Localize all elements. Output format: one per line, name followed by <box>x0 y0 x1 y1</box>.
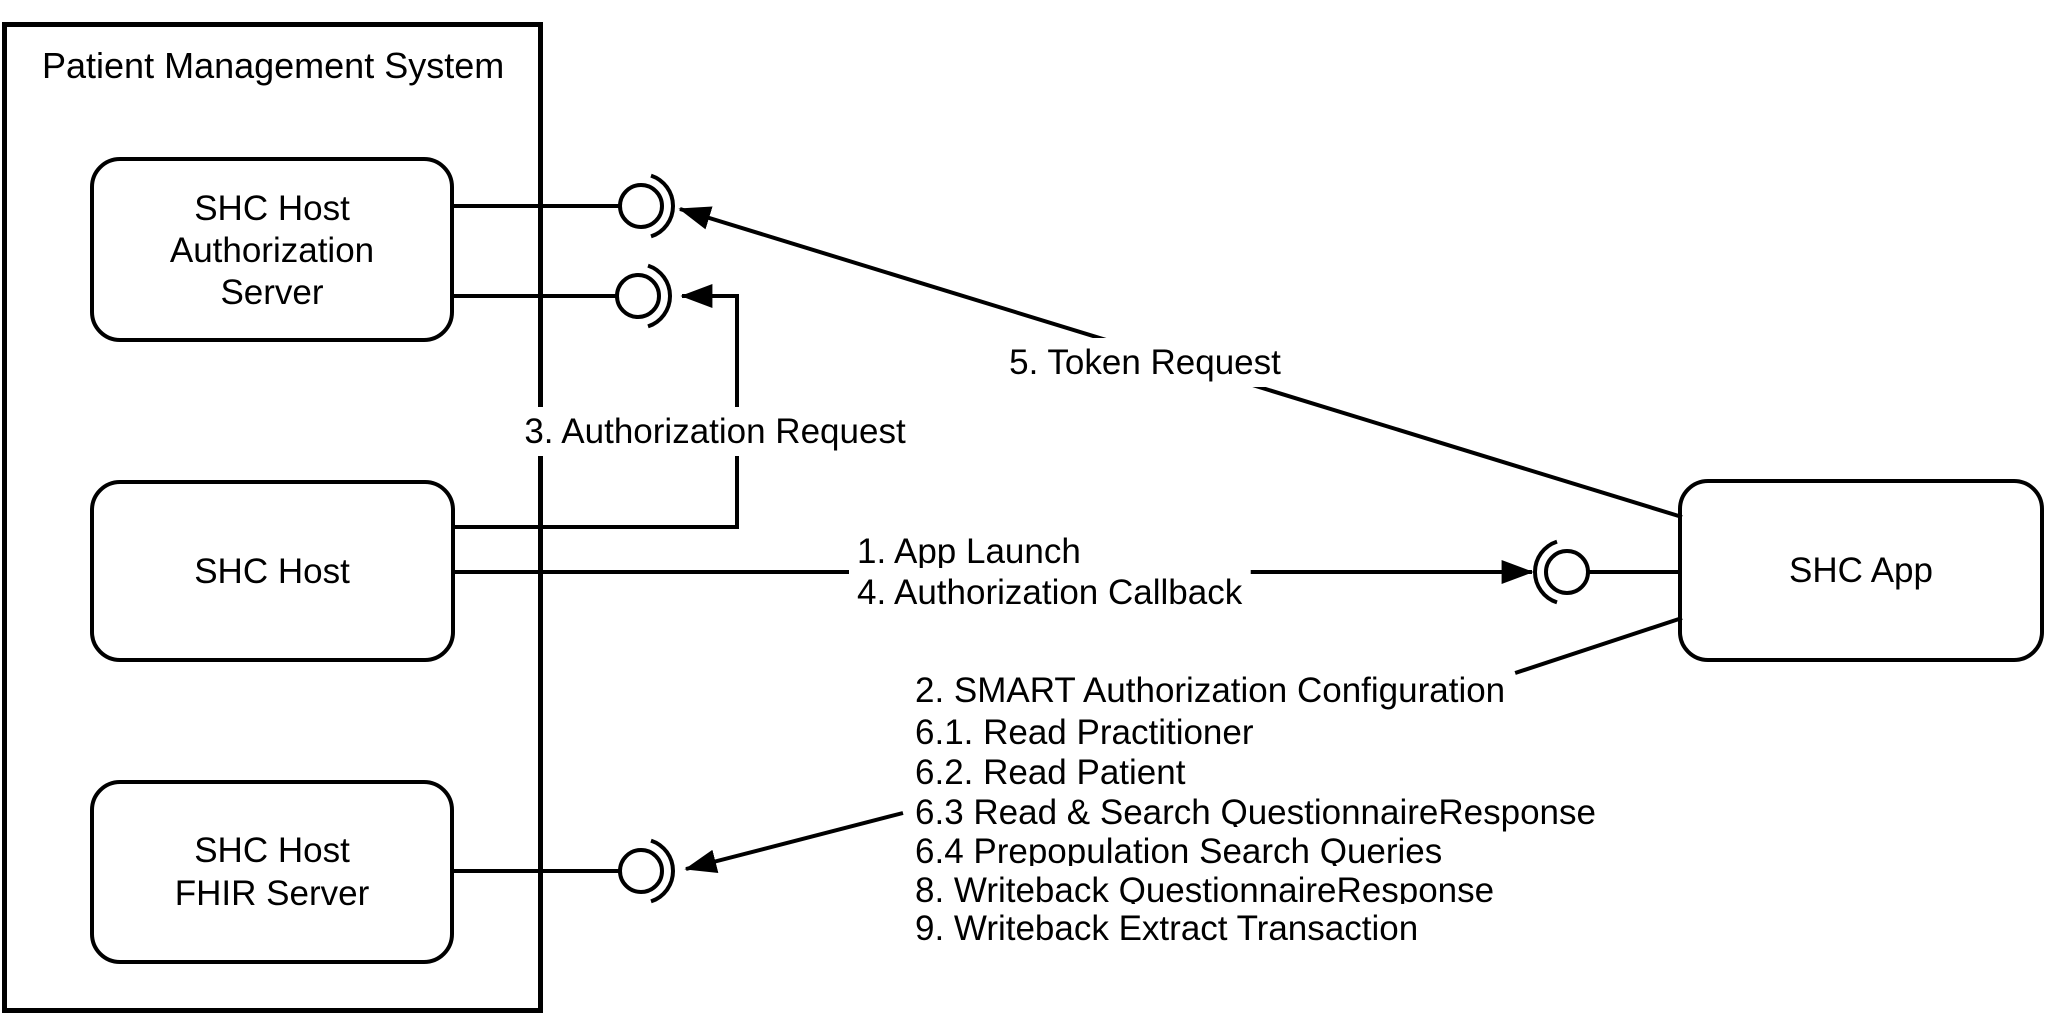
authorization-callback-label: 4. Authorization Callback <box>857 573 1243 612</box>
provided-interface-ball-icon <box>615 273 661 319</box>
fhir-server-box <box>90 780 454 964</box>
label-mask <box>849 568 1251 617</box>
shc-app-label-line: SHC App <box>1789 551 1933 590</box>
auth-server-label-line: Server <box>220 273 323 312</box>
fhir-endpoint-interface <box>618 838 676 904</box>
authorization-request-label: 3. Authorization Request <box>524 412 906 451</box>
fhir-operation-label: 9. Writeback Extract Transaction <box>915 909 1418 948</box>
authorize-endpoint-interface <box>615 263 673 329</box>
required-interface-socket-icon <box>650 173 676 239</box>
label-mask <box>849 527 1089 576</box>
provided-interface-ball-icon <box>618 848 664 894</box>
app-launch-label: 1. App Launch <box>857 532 1081 571</box>
token-request-label: 5. Token Request <box>1009 343 1281 382</box>
fhir-operation-label: 8. Writeback QuestionnaireResponse <box>915 871 1494 910</box>
fhir-operation-label: 6.2. Read Patient <box>915 753 1186 792</box>
shc-app-launch-interface <box>1532 539 1590 605</box>
required-interface-socket-icon <box>650 838 676 904</box>
label-mask <box>907 666 1514 715</box>
provided-interface-ball-icon <box>1544 549 1590 595</box>
patient-management-system-boundary: Patient Management System <box>2 22 543 1013</box>
fhir-operation-label: 6.4 Prepopulation Search Queries <box>915 832 1442 871</box>
token-endpoint-interface <box>618 173 676 239</box>
auth-server-box <box>90 157 454 342</box>
interface-icons <box>615 173 1590 904</box>
edge-labels: 5. Token Request 3. Authorization Reques… <box>516 338 1604 953</box>
auth-server-label-line: Authorization <box>170 231 374 270</box>
fhir-operation-label: 6.1. Read Practitioner <box>915 713 1254 752</box>
auth-server-label-line: SHC Host <box>194 189 350 228</box>
system-boundary-title: Patient Management System <box>42 45 504 86</box>
shc-host-component: SHC Host <box>90 480 455 662</box>
system-boundary-box <box>2 22 543 1013</box>
smart-configuration-line <box>1514 616 1683 675</box>
required-interface-socket-icon <box>647 263 673 329</box>
auth-server-component: SHC Host Authorization Server <box>90 157 454 342</box>
smart-configuration-label: 2. SMART Authorization Configuration <box>915 671 1505 710</box>
fhir-server-component: SHC Host FHIR Server <box>90 780 454 964</box>
shc-host-label-line: SHC Host <box>194 552 350 591</box>
provided-interface-ball-icon <box>618 183 664 229</box>
label-mask <box>907 904 1427 953</box>
fhir-operations-line <box>684 811 904 874</box>
label-mask <box>516 407 914 456</box>
label-mask <box>1001 338 1290 387</box>
fhir-server-label-line: FHIR Server <box>175 874 370 913</box>
shc-app-component: SHC App <box>1678 479 2044 662</box>
required-interface-socket-icon <box>1532 539 1558 605</box>
fhir-server-label-line: SHC Host <box>194 831 350 870</box>
fhir-operation-label: 6.3 Read & Search QuestionnaireResponse <box>915 793 1596 832</box>
